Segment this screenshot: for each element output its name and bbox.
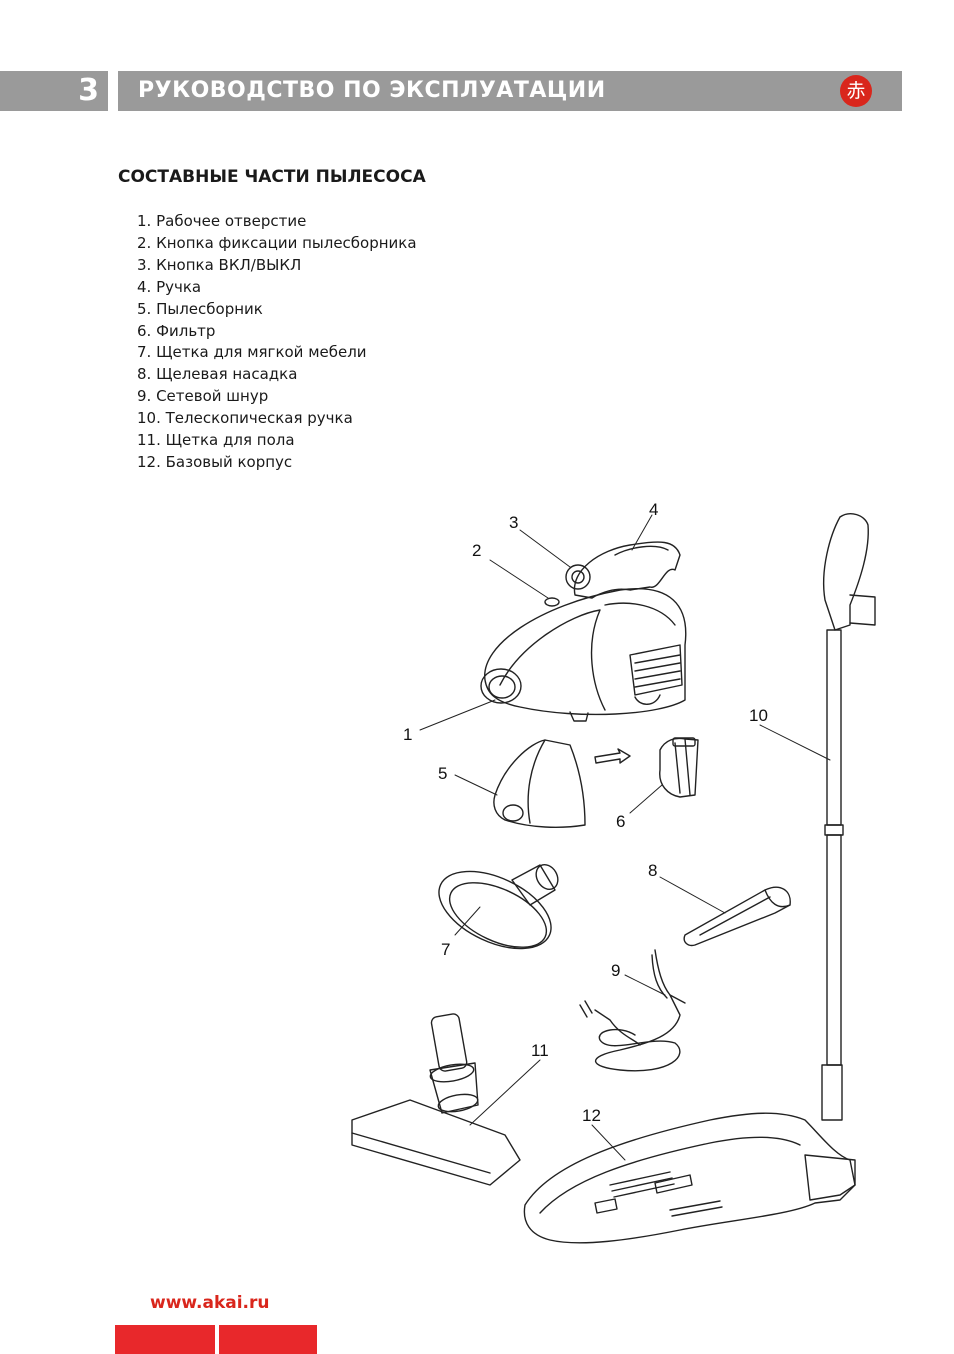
callout-5: 5 — [438, 764, 448, 783]
callout-3: 3 — [509, 513, 519, 532]
list-item: 4. Ручка — [137, 277, 202, 296]
callout-4: 4 — [649, 500, 659, 519]
list-item: 6. Фильтр — [137, 321, 216, 340]
leader-lines — [419, 514, 831, 1161]
callout-7: 7 — [441, 940, 451, 959]
header-title: РУКОВОДСТВО ПО ЭКСПЛУАТАЦИИ — [138, 78, 606, 103]
list-item: 9. Сетевой шнур — [137, 387, 269, 406]
callout-8: 8 — [648, 861, 658, 880]
parts-diagram — [351, 513, 876, 1244]
page-number: 3 — [78, 73, 100, 108]
list-item: 10. Телескопическая ручка — [137, 409, 353, 428]
callout-1: 1 — [403, 725, 413, 744]
floor-brush-drawing — [351, 1013, 521, 1186]
header-title-bar: РУКОВОДСТВО ПО ЭКСПЛУАТАЦИИ 赤 — [118, 71, 902, 111]
power-cord-drawing — [579, 949, 686, 1072]
list-item: 12. Базовый корпус — [137, 452, 293, 471]
footer-bar-right — [219, 1325, 317, 1354]
filter-drawing — [659, 737, 699, 798]
page-number-box: 3 — [0, 71, 108, 111]
callout-12: 12 — [582, 1106, 601, 1125]
list-item: 3. Кнопка ВКЛ/ВЫКЛ — [137, 255, 302, 274]
list-item: 7. Щетка для мягкой мебели — [137, 343, 367, 362]
page-header: 3 РУКОВОДСТВО ПО ЭКСПЛУАТАЦИИ 赤 — [0, 71, 902, 111]
telescopic-handle-drawing — [821, 513, 876, 1121]
callout-10: 10 — [749, 706, 768, 725]
callout-6: 6 — [616, 812, 626, 831]
handheld-unit-drawing — [480, 541, 687, 722]
callout-9: 9 — [611, 961, 621, 980]
footer-bar-left — [115, 1325, 215, 1354]
footer-url[interactable]: www.akai.ru — [150, 1293, 270, 1313]
list-item: 8. Щелевая насадка — [137, 365, 298, 384]
list-item: 11. Щетка для пола — [137, 431, 295, 450]
brand-logo: 赤 — [840, 75, 872, 107]
callout-11: 11 — [531, 1041, 549, 1060]
crevice-tool-drawing — [683, 886, 791, 947]
callout-2: 2 — [472, 541, 482, 560]
upholstery-brush-drawing — [438, 863, 559, 950]
base-body-drawing — [523, 1112, 856, 1244]
parts-list: 1. Рабочее отверстие 2. Кнопка фиксации … — [137, 211, 417, 474]
list-item: 5. Пылесборник — [137, 299, 263, 318]
section-title: СОСТАВНЫЕ ЧАСТИ ПЫЛЕСОСА — [118, 167, 426, 187]
dust-container-drawing — [493, 739, 631, 828]
list-item: 1. Рабочее отверстие — [137, 212, 307, 230]
list-item: 2. Кнопка фиксации пылесборника — [137, 233, 417, 252]
